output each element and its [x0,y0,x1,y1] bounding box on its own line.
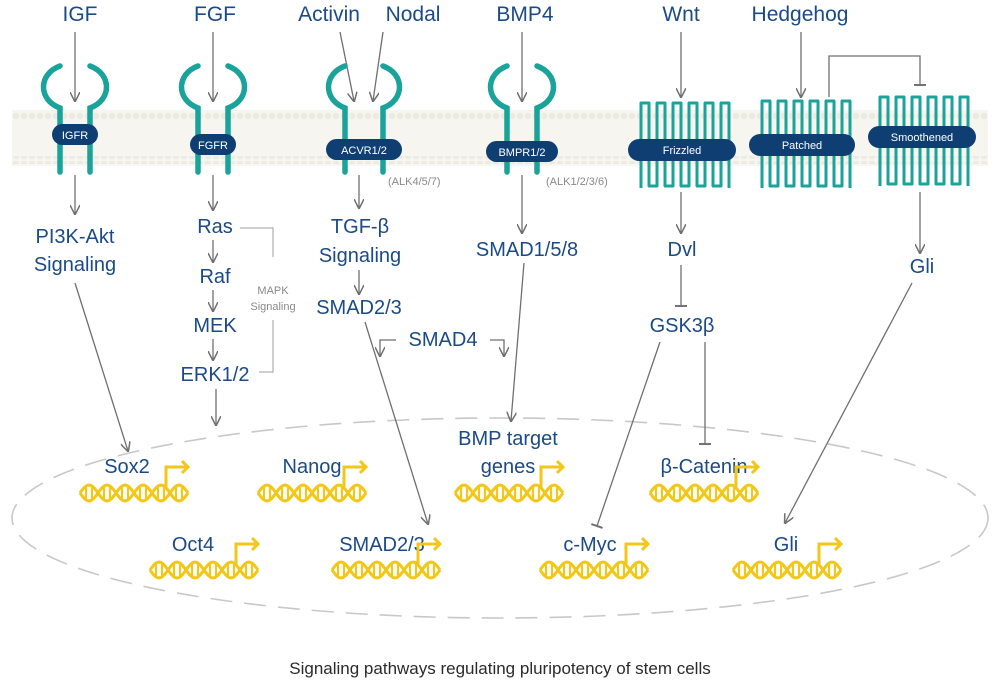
receptor-acvr: ACVR1/2 [325,63,403,175]
receptor-frizzled: Frizzled [628,101,736,188]
gene-cmyc: c-Myc [563,534,616,556]
ligand-bmp4: BMP4 [496,3,554,26]
receptor-patched: Patched [749,99,855,188]
dna-oct4 [148,536,261,580]
gene-oct4: Oct4 [172,534,214,556]
ligand-arrows [75,31,926,101]
node-erk: ERK1/2 [181,364,250,386]
dna-sox2 [78,459,191,503]
mapk-bracket: MAPK Signaling [240,227,296,373]
dna-gli [731,536,844,580]
receptor-fgfr-label: FGFR [198,140,228,152]
node-smad23: SMAD2/3 [316,297,402,319]
ligand-igf: IGF [63,3,98,26]
receptor-smoothened: Smoothened [868,95,976,186]
gene-sox2: Sox2 [104,456,150,478]
dna-bmp-genes [453,459,566,503]
gene-nanog: Nanog [283,456,342,478]
receptor-igfr: IGFR [40,63,110,175]
gene-bmp-line2: genes [481,456,536,478]
dna-cmyc [538,536,651,580]
node-pi3k-line1: PI3K-Akt [36,226,115,248]
receptor-frizzled-label: Frizzled [663,145,702,157]
gene-bmp-line1: BMP target [458,428,558,450]
receptor-acvr-label: ACVR1/2 [341,145,387,157]
dna-helices [78,459,844,580]
note-mapk-line1: MAPK [257,285,289,297]
gene-gli: Gli [774,534,798,556]
note-mapk-line2: Signaling [250,301,295,313]
ligand-activin: Activin [298,3,360,26]
dna-beta-catenin [648,459,761,503]
gene-bcatenin: β-Catenin [660,456,747,478]
node-smad4: SMAD4 [409,329,478,351]
nucleus-outline [11,417,989,619]
receptor-bmpr: BMPR1/2 [486,63,558,175]
node-gsk3b: GSK3β [650,315,715,337]
dna-nanog [256,459,369,503]
ligand-nodal: Nodal [386,3,441,26]
receptor-smoothened-label: Smoothened [891,132,953,144]
receptor-fgfr: FGFR [178,63,248,175]
figure-caption: Signaling pathways regulating pluripoten… [289,659,710,678]
note-alk-bmpr: (ALK1/2/3/6) [546,176,608,188]
node-pi3k-line2: Signaling [34,254,116,276]
node-ras: Ras [197,216,233,238]
ligand-hedgehog: Hedgehog [752,3,849,26]
node-dvl: Dvl [668,239,697,261]
pathway-arrows [75,175,920,529]
node-raf: Raf [199,266,231,288]
ligand-fgf: FGF [194,3,236,26]
note-alk-acvr: (ALK4/5/7) [388,176,441,188]
node-gli: Gli [910,256,934,278]
receptor-bmpr-label: BMPR1/2 [498,147,545,159]
node-smad158: SMAD1/5/8 [476,239,578,261]
receptor-igfr-label: IGFR [62,130,88,142]
dna-smad23 [330,536,443,580]
node-tgf-line1: TGF-β [331,216,389,238]
node-tgf-line2: Signaling [319,245,401,267]
gene-smad23: SMAD2/3 [339,534,425,556]
ligand-wnt: Wnt [662,3,700,26]
node-mek: MEK [193,315,237,337]
receptor-patched-label: Patched [782,140,822,152]
